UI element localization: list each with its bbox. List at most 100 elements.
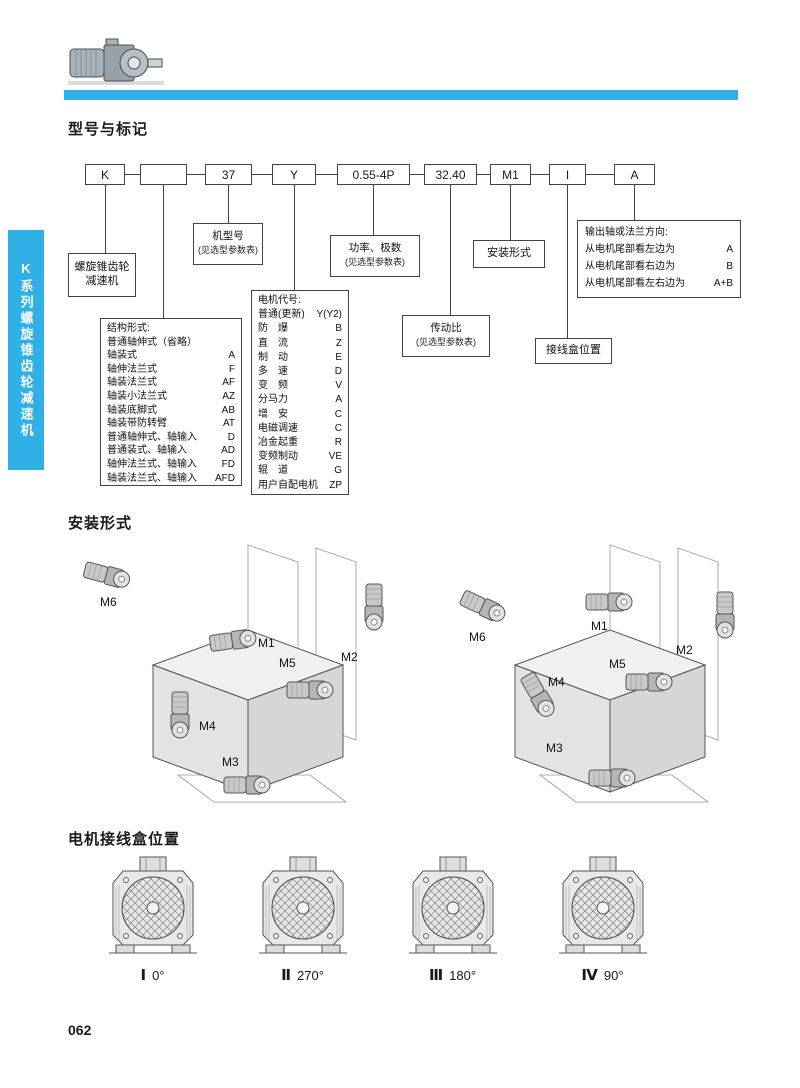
- leader-line: [634, 185, 635, 220]
- motor-code-label: 防 爆: [258, 323, 288, 335]
- mounting-label-m3: M3: [222, 755, 239, 769]
- direction-label: 从电机尾部看左边为: [585, 244, 675, 255]
- mounting-label-m6: M6: [469, 630, 486, 644]
- motor-front-icon: [408, 856, 497, 954]
- motor-code-value: D: [334, 366, 342, 378]
- terminal-angle: 90°: [603, 968, 624, 983]
- callout-power-line2: (见选型参数表): [345, 257, 405, 267]
- callout-reducer: 螺旋锥齿轮 减速机: [68, 253, 136, 297]
- mounting-label-m3: M3: [546, 741, 563, 755]
- motor-code-label: 普通(更新): [258, 309, 305, 321]
- callout-ratio-line2: (见选型参数表): [416, 337, 476, 347]
- structure-item-code: AT: [222, 418, 235, 430]
- motor-code-label: 制 动: [258, 351, 288, 363]
- connector-line: [410, 174, 424, 175]
- motor-code-label: 用户自配电机: [258, 479, 318, 491]
- page-number: 062: [68, 1022, 92, 1038]
- series-tab-label: K系列螺旋锥齿轮减速机: [18, 261, 34, 439]
- sidebar-series-tab: K系列螺旋锥齿轮减速机: [8, 230, 44, 470]
- header-accent-bar: [64, 90, 738, 100]
- section-title-mounting: 安装形式: [68, 515, 133, 532]
- motor-code-value: G: [334, 465, 342, 477]
- gearmotor-photo-icon: [68, 38, 164, 85]
- terminal-angle: 0°: [152, 968, 165, 983]
- motor-front-icon: [108, 856, 197, 954]
- direction-code: A+B: [713, 278, 733, 289]
- callout-power: 功率、极数 (见选型参数表): [330, 235, 420, 277]
- motor-code-value: Y(Y2): [316, 309, 342, 321]
- leader-line: [294, 185, 295, 290]
- mounting-label-m6: M6: [100, 595, 117, 609]
- callout-mounting: 安装形式: [473, 240, 545, 268]
- terminal-position-label: Ⅳ 90°: [550, 966, 655, 984]
- motor-code-value: Z: [335, 337, 342, 349]
- structure-item-code: AFD: [215, 472, 235, 484]
- motor-code-value: V: [335, 380, 342, 392]
- code-box-power: 0.55-4P: [337, 164, 410, 185]
- structure-item-code: D: [227, 431, 235, 443]
- structure-item-code: AF: [222, 377, 235, 389]
- mounting-diagram-left: M6 M1 M2 M5 M4 M3: [82, 544, 384, 803]
- section-title-terminal: 电机接线盒位置: [68, 831, 181, 848]
- motor-front-icon: [258, 856, 347, 954]
- leader-line: [450, 185, 451, 315]
- callout-model-no: 机型号 (见选型参数表): [193, 223, 263, 265]
- motor-code-label: 直 流: [258, 337, 288, 349]
- structure-item-label: 轴装底脚式: [107, 404, 157, 416]
- callout-reducer-line1: 螺旋锥齿轮: [74, 261, 130, 274]
- terminal-numeral: Ⅳ: [581, 967, 598, 984]
- connector-line: [252, 174, 272, 175]
- terminal-numeral: Ⅰ: [140, 967, 147, 984]
- motor-code-label: 辊 道: [258, 465, 288, 477]
- motor-front-icon: [558, 856, 647, 954]
- structure-item-label: 普通轴伸式（省略）: [107, 336, 197, 348]
- motor-code-value: E: [335, 351, 342, 363]
- mounting-label-m1: M1: [591, 619, 608, 633]
- code-box-series: K: [85, 164, 125, 185]
- terminal-position-1: Ⅰ 0°: [100, 855, 205, 984]
- code-box-mounting: M1: [490, 164, 531, 185]
- structure-item-label: 轴装带防转臂: [107, 418, 167, 430]
- structure-item: 普通轴伸式、轴输入 D: [107, 431, 235, 445]
- structure-item-label: 轴装小法兰式: [107, 390, 167, 402]
- structure-title: 结构形式:: [107, 323, 150, 334]
- direction-row: 从电机尾部看左右边为 A+B: [585, 275, 733, 292]
- callout-power-line1: 功率、极数: [348, 242, 402, 255]
- structure-item: 轴装法兰式 AF: [107, 376, 235, 390]
- terminal-position-4: Ⅳ 90°: [550, 855, 655, 984]
- callout-direction-title: 输出轴或法兰方向:: [585, 227, 668, 238]
- structure-item-label: 普通轴伸式、轴输入: [107, 431, 197, 443]
- terminal-numeral: Ⅲ: [428, 967, 444, 984]
- callout-mounting-label: 安装形式: [487, 247, 531, 260]
- section-title-model: 型号与标记: [68, 121, 149, 138]
- mounting-label-m4: M4: [548, 675, 565, 689]
- connector-line: [316, 174, 337, 175]
- code-box-size: 37: [205, 164, 252, 185]
- motor-codes-title: 电机代号:: [258, 295, 301, 306]
- leader-line: [373, 185, 374, 235]
- motor-code-label: 分马力: [258, 394, 288, 406]
- structure-item-label: 轴装法兰式: [107, 377, 157, 389]
- callout-terminal-label: 接线盒位置: [546, 344, 601, 357]
- connector-line: [477, 174, 490, 175]
- structure-item-code: AD: [221, 445, 235, 457]
- leader-line: [163, 185, 164, 318]
